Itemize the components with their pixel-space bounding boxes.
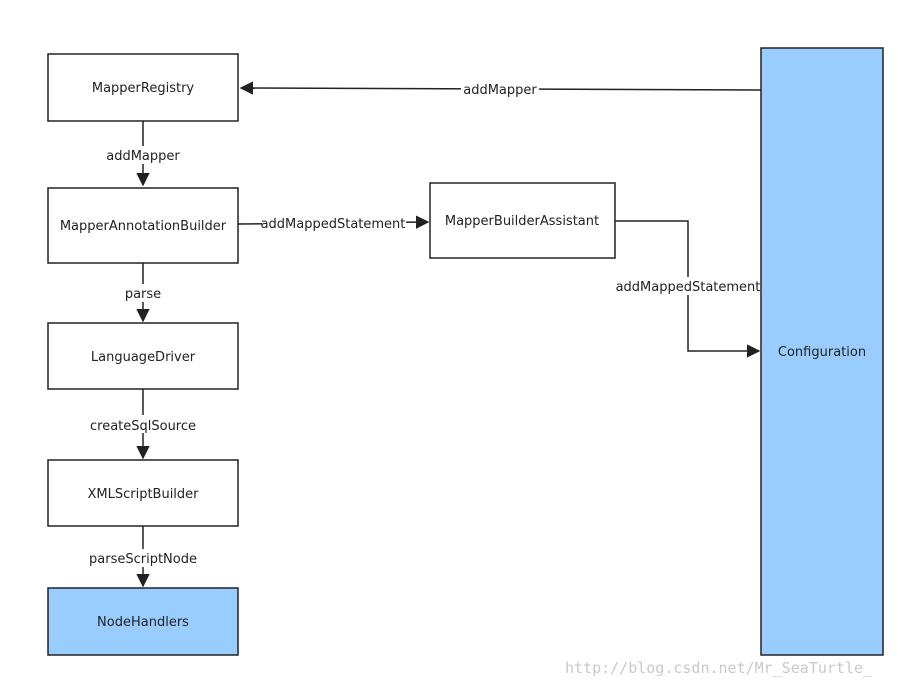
node-label: LanguageDriver bbox=[91, 350, 196, 365]
edge-driver-to-xml: createSqlSource bbox=[86, 389, 200, 460]
node-mapper-registry: MapperRegistry bbox=[47, 53, 239, 122]
node-label: XMLScriptBuilder bbox=[87, 487, 199, 502]
node-label: MapperRegistry bbox=[92, 81, 195, 96]
edge-annotation-to-assistant: addMappedStatement bbox=[237, 214, 430, 232]
edge-label-add-mapped-statement: addMappedStatement bbox=[261, 217, 406, 232]
node-mapper-builder-assistant: MapperBuilderAssistant bbox=[429, 182, 616, 259]
watermark: http://blog.csdn.net/Mr_SeaTurtle_ bbox=[565, 659, 873, 677]
node-label: MapperAnnotationBuilder bbox=[60, 219, 227, 234]
edge-label-parse-script-node: parseScriptNode bbox=[89, 552, 197, 567]
edge-label-add-mapper-top: addMapper bbox=[463, 83, 537, 98]
edge-annotation-to-driver: parse bbox=[120, 263, 166, 323]
edge-label-add-mapper: addMapper bbox=[106, 149, 180, 164]
node-label: MapperBuilderAssistant bbox=[445, 214, 599, 229]
node-node-handlers: NodeHandlers bbox=[47, 587, 239, 656]
node-label: NodeHandlers bbox=[97, 615, 189, 630]
edge-xml-to-handlers: parseScriptNode bbox=[86, 526, 200, 588]
edge-label-add-mapped-statement-right: addMappedStatement bbox=[616, 280, 761, 295]
node-label: Configuration bbox=[778, 345, 866, 360]
node-xml-script-builder: XMLScriptBuilder bbox=[47, 459, 239, 527]
node-language-driver: LanguageDriver bbox=[47, 322, 239, 390]
edge-label-parse: parse bbox=[125, 287, 161, 302]
edge-registry-to-annotation: addMapper bbox=[104, 121, 184, 187]
edge-label-create-sql-source: createSqlSource bbox=[90, 419, 196, 434]
node-configuration: Configuration bbox=[760, 47, 884, 656]
edge-config-to-registry: addMapper bbox=[239, 80, 762, 98]
edge-assistant-to-config: addMappedStatement bbox=[614, 220, 761, 358]
node-mapper-annotation-builder: MapperAnnotationBuilder bbox=[47, 187, 239, 264]
